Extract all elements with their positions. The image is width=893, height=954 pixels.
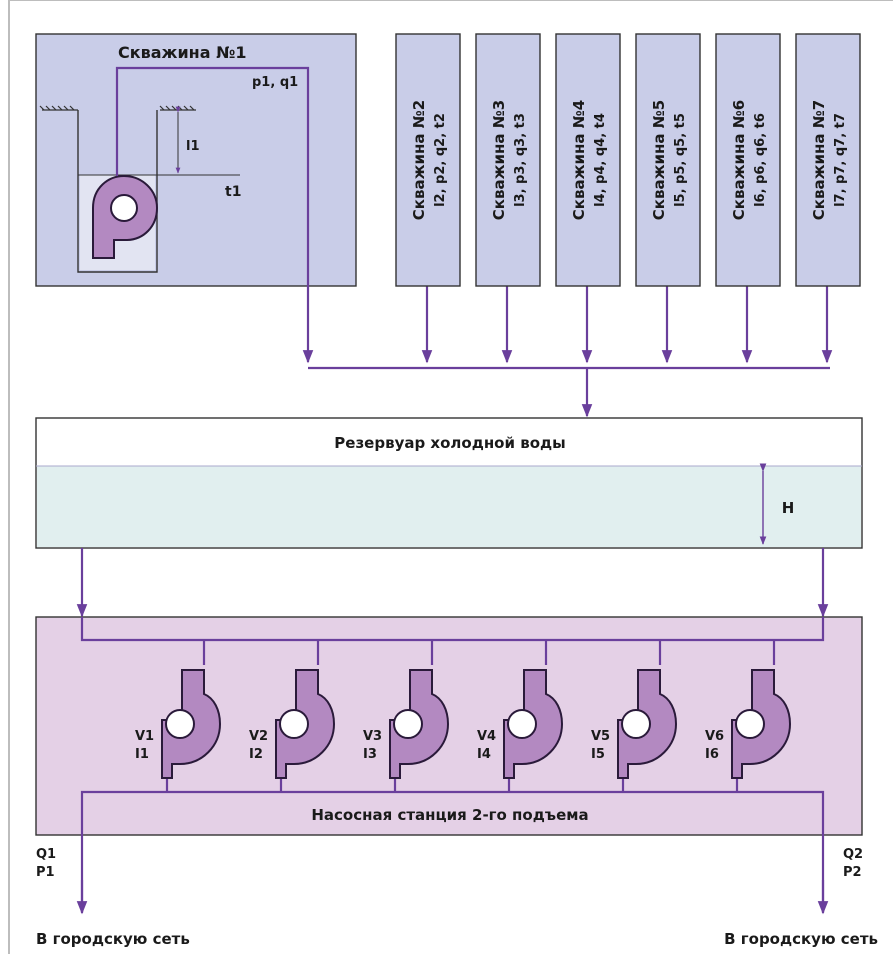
- reservoir-water: [37, 466, 861, 547]
- well-7: Скважина №7 l7, p7, q7, t7: [795, 33, 861, 287]
- well-4-name: Скважина №4: [570, 100, 588, 220]
- output-right: Q2 P2 В городскую сеть: [724, 847, 878, 948]
- pump-6-i: I6: [705, 747, 719, 762]
- well-3-params: l3, p3, q3, t3: [513, 113, 528, 207]
- pump-6: V6 I6: [705, 669, 791, 779]
- well-6: Скважина №6 l6, p6, q6, t6: [715, 33, 781, 287]
- well-4: Скважина №4 l4, p4, q4, t4: [555, 33, 621, 287]
- output-left-p: P1: [36, 865, 55, 880]
- output-left-q: Q1: [36, 847, 56, 862]
- reservoir-title: Резервуар холодной воды: [334, 434, 565, 452]
- pump-3-v: V3: [363, 729, 382, 744]
- well-7-name: Скважина №7: [810, 100, 828, 220]
- well-1-depth-label: l1: [186, 139, 200, 154]
- pump-station: V1 I1 V2 I2 V3 I3 V4 I4 V5 I5 V6 I6 Нас: [35, 616, 863, 915]
- pump-5-i: I5: [591, 747, 605, 762]
- suction-pipes: [76, 548, 829, 618]
- well-2-params: l2, p2, q2, t2: [433, 113, 448, 207]
- well-6-params: l6, p6, q6, t6: [753, 113, 768, 207]
- pump-4-v: V4: [477, 729, 496, 744]
- well-4-params: l4, p4, q4, t4: [593, 113, 608, 207]
- output-right-label: В городскую сеть: [724, 930, 878, 948]
- well-pipes: [115, 66, 833, 418]
- well-pump-icon-eye: [110, 194, 138, 222]
- well-5: Скважина №5 l5, p5, q5, t5: [635, 33, 701, 287]
- pump-5: V5 I5: [591, 669, 677, 779]
- well-shaft: [77, 110, 158, 273]
- well-6-name: Скважина №6: [730, 100, 748, 220]
- pump-3-i: I3: [363, 747, 377, 762]
- well-3-name: Скважина №3: [490, 100, 508, 220]
- pump-2-i: I2: [249, 747, 263, 762]
- pump-5-v: V5: [591, 729, 610, 744]
- pump-4-i: I4: [477, 747, 491, 762]
- well-5-params: l5, p5, q5, t5: [673, 113, 688, 207]
- well-1-block: Скважина №1 p1, q1 l1 t1: [35, 33, 357, 287]
- well-1-flow-label: p1, q1: [252, 75, 298, 90]
- output-right-p: P2: [843, 865, 862, 880]
- pump-3: V3 I3: [363, 669, 449, 779]
- pump-2: V2 I2: [249, 669, 335, 779]
- output-left: Q1 P1 В городскую сеть: [36, 847, 190, 948]
- pump-1-v: V1: [135, 729, 154, 744]
- output-left-label: В городскую сеть: [36, 930, 190, 948]
- reservoir: Резервуар холодной воды H: [35, 417, 863, 549]
- well-7-params: l7, p7, q7, t7: [833, 113, 848, 207]
- pump-1: V1 I1: [135, 669, 221, 779]
- well-1-title: Скважина №1: [118, 43, 246, 62]
- well-5-name: Скважина №5: [650, 100, 668, 220]
- well-3: Скважина №3 l3, p3, q3, t3: [475, 33, 541, 287]
- well-1-temp-label: t1: [225, 184, 241, 200]
- level-label: H: [782, 499, 795, 517]
- output-right-q: Q2: [843, 847, 863, 862]
- station-title: Насосная станция 2-го подъема: [311, 806, 588, 824]
- pump-1-i: I1: [135, 747, 149, 762]
- pump-6-v: V6: [705, 729, 724, 744]
- well-2: Скважина №2 l2, p2, q2, t2: [395, 33, 461, 287]
- well-2-name: Скважина №2: [410, 100, 428, 220]
- pump-4: V4 I4: [477, 669, 563, 779]
- pump-2-v: V2: [249, 729, 268, 744]
